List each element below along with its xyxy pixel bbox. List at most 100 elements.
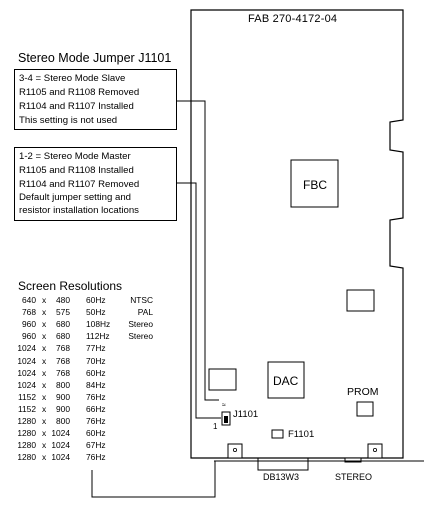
slave-line-1: 3-4 = Stereo Mode Slave <box>19 73 126 84</box>
res-w-cell: 960 <box>22 319 36 330</box>
prom-label: PROM <box>347 386 379 398</box>
res-rate-cell: 112Hz <box>86 331 110 342</box>
slave-setting-box: 3-4 = Stereo Mode Slave R1105 and R1108 … <box>14 69 177 130</box>
res-x-cell: x <box>42 367 47 378</box>
res-note-cell: Stereo <box>128 319 153 330</box>
res-h-cell: 768 <box>56 355 70 366</box>
res-note-cell: Stereo <box>128 331 153 342</box>
fuse-label: F1101 <box>288 429 315 440</box>
master-line-5: resistor installation locations <box>19 205 139 216</box>
res-h-cell: 900 <box>56 403 70 414</box>
res-x-cell: x <box>42 307 47 318</box>
db13w3-label: DB13W3 <box>263 472 300 482</box>
res-x-cell: x <box>42 343 47 354</box>
resolution-bracket <box>91 461 216 498</box>
res-w-cell: 1280 <box>17 452 36 463</box>
slave-line-4: This setting is not used <box>19 115 118 126</box>
jumper-title: Stereo Mode Jumper J1101 <box>18 51 172 65</box>
board-outline <box>190 9 404 459</box>
res-h-cell: 800 <box>56 416 70 426</box>
res-x-cell: x <box>42 391 47 402</box>
res-h-cell: 1024 <box>51 428 70 439</box>
res-h-cell: 480 <box>56 295 70 305</box>
stereo-screw <box>372 447 377 452</box>
db13w3-connector <box>257 458 309 471</box>
res-w-cell: 1152 <box>17 403 36 414</box>
res-rate-cell: 60Hz <box>86 295 106 305</box>
res-w-cell: 1024 <box>17 343 36 354</box>
res-x-cell: x <box>42 428 47 439</box>
res-h-cell: 680 <box>56 331 70 342</box>
master-line-2: R1105 and R1108 Installed <box>19 165 134 176</box>
slave-line-3: R1104 and R1107 Installed <box>19 101 134 112</box>
res-w-cell: 768 <box>22 307 36 318</box>
res-rate-cell: 70Hz <box>86 355 106 366</box>
res-h-cell: 1024 <box>51 440 70 451</box>
res-note-cell: NTSC <box>130 295 153 305</box>
master-line-4: Default jumper setting and <box>19 192 131 203</box>
prom-chip <box>356 401 374 417</box>
res-rate-cell: 60Hz <box>86 428 106 439</box>
res-x-cell: x <box>42 416 47 426</box>
res-rate-cell: 76Hz <box>86 391 106 402</box>
res-h-cell: 768 <box>56 343 70 354</box>
res-w-cell: 1280 <box>17 440 36 451</box>
master-line-1: 1-2 = Stereo Mode Master <box>19 151 131 162</box>
res-x-cell: x <box>42 452 47 463</box>
master-line-3: R1104 and R1107 Removed <box>19 179 140 190</box>
res-x-cell: x <box>42 440 47 451</box>
small-chip-right <box>346 289 375 312</box>
res-h-cell: 768 <box>56 367 70 378</box>
master-leader <box>176 182 221 419</box>
db13w3-screw <box>232 447 237 452</box>
stereo-bracket <box>367 443 383 459</box>
db13w3-bracket <box>227 443 243 459</box>
res-x-cell: x <box>42 295 47 305</box>
res-rate-cell: 108Hz <box>86 319 111 330</box>
res-rate-cell: 50Hz <box>86 307 106 318</box>
res-x-cell: x <box>42 379 47 390</box>
res-rate-cell: 67Hz <box>86 440 106 451</box>
res-w-cell: 1280 <box>17 416 36 426</box>
res-h-cell: 1024 <box>51 452 70 463</box>
res-x-cell: x <box>42 331 47 342</box>
res-w-cell: 1024 <box>17 355 36 366</box>
fbc-chip <box>290 159 339 208</box>
res-x-cell: x <box>42 403 47 414</box>
resolutions-title: Screen Resolutions <box>18 279 123 293</box>
jumper-pin-mark: ≈ <box>222 402 226 409</box>
dac-chip <box>267 361 305 399</box>
jumper-cap <box>224 416 228 423</box>
dac-label: DAC <box>273 374 299 388</box>
res-rate-cell: 76Hz <box>86 416 106 426</box>
small-chip-left <box>208 368 237 391</box>
part-number: FAB 270-4172-04 <box>248 13 338 25</box>
stereo-label: STEREO <box>335 472 373 482</box>
res-x-cell: x <box>42 319 47 330</box>
res-w-cell: 1024 <box>17 367 36 378</box>
res-w-cell: 1024 <box>17 379 36 390</box>
res-h-cell: 900 <box>56 391 70 402</box>
fbc-label: FBC <box>303 178 327 192</box>
stereo-connector <box>344 457 362 463</box>
res-h-cell: 575 <box>56 307 70 318</box>
res-w-cell: 960 <box>22 331 36 342</box>
res-w-cell: 1152 <box>17 391 36 402</box>
res-rate-cell: 77Hz <box>86 343 106 354</box>
res-w-cell: 640 <box>22 295 36 305</box>
res-h-cell: 680 <box>56 319 70 330</box>
res-w-cell: 1280 <box>17 428 36 439</box>
jumper-label: J1101 <box>233 409 259 420</box>
res-h-cell: 800 <box>56 379 70 390</box>
res-rate-cell: 76Hz <box>86 452 106 463</box>
jumper-pin1-label: 1 <box>213 422 218 431</box>
master-setting-box: 1-2 = Stereo Mode Master R1105 and R1108… <box>14 147 177 221</box>
res-rate-cell: 66Hz <box>86 403 106 414</box>
res-rate-cell: 84Hz <box>86 379 106 390</box>
fuse-f1101 <box>271 429 284 439</box>
res-note-cell: PAL <box>137 307 153 318</box>
res-x-cell: x <box>42 355 47 366</box>
slave-leader <box>176 100 219 401</box>
